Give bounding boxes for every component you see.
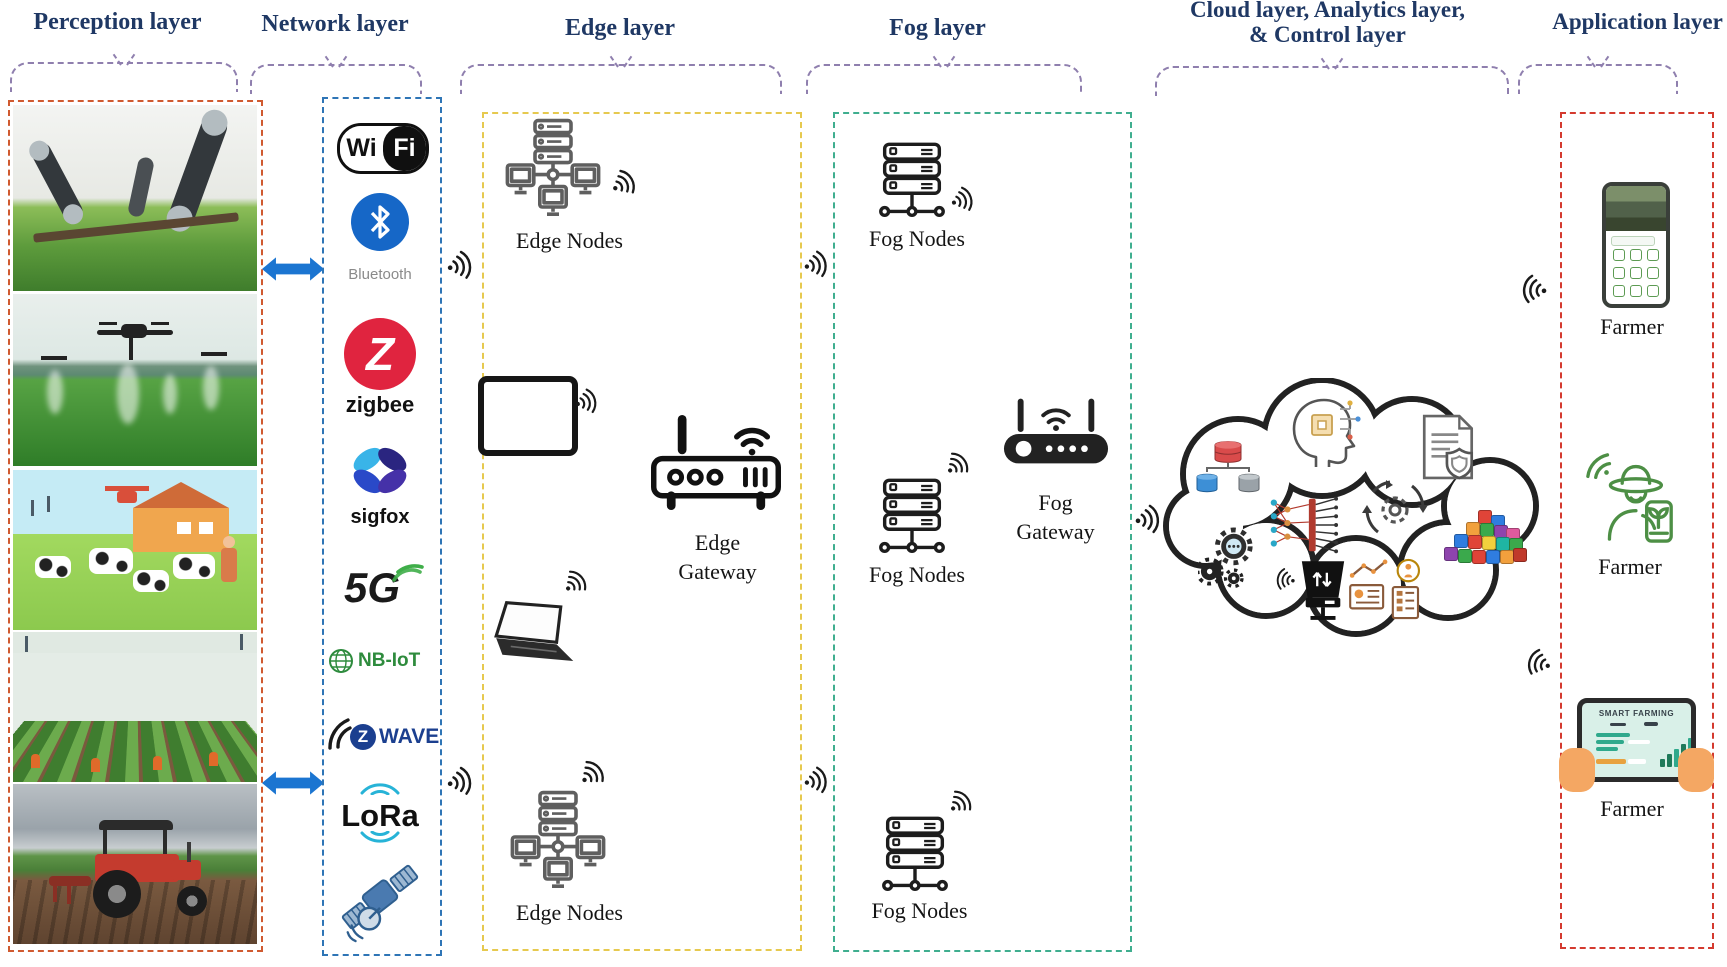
sigfox-icon bbox=[353, 447, 407, 494]
farmer-person-label: Farmer bbox=[1598, 554, 1662, 579]
fog-layer-panel bbox=[833, 112, 1132, 952]
wireless-signal-icon bbox=[1268, 564, 1298, 594]
nbiot-item: NB-IoT bbox=[328, 646, 436, 678]
photo-greenhouse-robotic-arms bbox=[13, 105, 257, 291]
fog-nodes-top-label: Fog Nodes bbox=[869, 226, 965, 251]
sigfox-label: sigfox bbox=[350, 506, 410, 528]
application-layer-panel bbox=[1560, 112, 1714, 949]
edge-nodes-top-label: Edge Nodes bbox=[516, 228, 623, 253]
application-brace bbox=[1518, 55, 1678, 94]
wireless-signal-icon bbox=[443, 761, 483, 801]
fog-gateway-label-line1: Fog bbox=[1038, 490, 1073, 515]
tractor-figure bbox=[49, 820, 211, 930]
5g-label: 5G bbox=[344, 564, 401, 611]
cloud-platform bbox=[1150, 378, 1556, 660]
wifi-logo-wi: Wi bbox=[340, 126, 383, 171]
fog-gateway-label-line2: Gateway bbox=[1016, 519, 1095, 545]
cloud-brace bbox=[1155, 57, 1509, 96]
bluetooth-icon bbox=[351, 193, 409, 251]
lora-label: LoRa bbox=[341, 798, 419, 833]
bidirectional-arrow-top bbox=[262, 257, 324, 281]
cloud-layer-title-line1: Cloud layer, Analytics layer, bbox=[1190, 0, 1465, 22]
photo-tractor-plowing bbox=[13, 784, 257, 944]
neural-network-icon bbox=[1270, 496, 1339, 554]
network-layer-title: Network layer bbox=[261, 11, 409, 37]
fog-layer-title: Fog layer bbox=[889, 15, 986, 41]
zwave-z-icon: Z bbox=[350, 724, 376, 750]
nbiot-globe-icon bbox=[329, 649, 353, 673]
fog-nodes-mid-icon bbox=[875, 478, 949, 560]
bluetooth-label: Bluetooth bbox=[348, 266, 412, 283]
farmer-person-icon bbox=[1586, 453, 1673, 543]
database-cluster-icon bbox=[1196, 441, 1260, 493]
left-hand bbox=[1559, 748, 1595, 792]
perception-layer-panel bbox=[8, 100, 263, 952]
zwave-item: Z WAVE bbox=[324, 712, 440, 758]
edge-nodes-bottom-label: Edge Nodes bbox=[516, 900, 623, 925]
edge-gateway-label-line2: Gateway bbox=[678, 559, 757, 585]
fog-nodes-bottom-icon bbox=[878, 816, 952, 898]
farmer-phone-label: Farmer bbox=[1600, 314, 1664, 339]
satellite-icon bbox=[341, 864, 419, 943]
ai-head-icon bbox=[1292, 398, 1361, 467]
laptop-icon bbox=[494, 601, 574, 662]
photo-sensor-field-rows bbox=[13, 632, 257, 782]
cloud-layer-title-line2: & Control layer bbox=[1249, 21, 1406, 47]
edge-nodes-bottom-icon bbox=[510, 790, 606, 896]
photo-spraying-drones bbox=[13, 294, 257, 466]
fog-brace bbox=[806, 55, 1082, 94]
analytics-collage-icon bbox=[1349, 558, 1421, 620]
fog-gateway-label: Fog Gateway bbox=[998, 488, 1113, 546]
tablet-screen-title: SMART FARMING bbox=[1598, 709, 1675, 718]
perception-layer-title: Perception layer bbox=[33, 9, 202, 35]
edge-layer-title: Edge layer bbox=[565, 15, 675, 41]
zwave-label: WAVE bbox=[379, 725, 440, 748]
zigbee-icon: Z bbox=[344, 318, 416, 390]
edge-layer-panel bbox=[482, 112, 802, 951]
cloud-layer-title: Cloud layer, Analytics layer, & Control … bbox=[1155, 0, 1500, 48]
edge-nodes-top-icon bbox=[505, 118, 601, 224]
right-hand bbox=[1678, 748, 1714, 792]
farmer-figure bbox=[221, 548, 237, 582]
bidirectional-arrow-bottom bbox=[262, 771, 324, 795]
edge-brace bbox=[460, 55, 782, 94]
lora-item: LoRa bbox=[334, 782, 426, 848]
zigbee-label: zigbee bbox=[345, 392, 415, 417]
wireless-signal-icon bbox=[443, 245, 483, 285]
network-brace bbox=[250, 55, 422, 94]
fog-nodes-bottom-label: Fog Nodes bbox=[871, 898, 968, 923]
edge-gateway-label-line1: Edge bbox=[694, 530, 741, 555]
fog-nodes-top-icon bbox=[875, 142, 949, 224]
5g-icon: 5G bbox=[344, 558, 424, 612]
fog-nodes-mid-label: Fog Nodes bbox=[869, 562, 965, 587]
gears-icon bbox=[1198, 527, 1253, 589]
edge-gateway-label: Edge Gateway bbox=[655, 528, 780, 586]
wifi-logo: Wi Fi bbox=[337, 123, 429, 174]
perception-brace bbox=[10, 53, 238, 92]
photo-cartoon-farm bbox=[13, 470, 257, 630]
farmer-tablet-icon: SMART FARMING bbox=[1559, 698, 1714, 792]
plotter-monitor-icon bbox=[1301, 561, 1345, 620]
process-cycle-icon bbox=[1362, 480, 1428, 534]
farm-app-phone-icon bbox=[1602, 182, 1670, 308]
nbiot-label: NB-IoT bbox=[358, 650, 421, 671]
tablet-icon bbox=[478, 376, 578, 456]
data-blocks-icon bbox=[1438, 510, 1532, 572]
farmer-tablet-label: Farmer bbox=[1600, 796, 1664, 821]
wireless-signal-icon bbox=[1512, 270, 1550, 308]
network-layer-panel bbox=[322, 97, 442, 956]
wifi-logo-fi: Fi bbox=[383, 126, 426, 171]
policy-document-icon bbox=[1422, 414, 1474, 480]
fog-gateway-icon bbox=[1003, 398, 1109, 464]
edge-gateway-icon bbox=[651, 414, 781, 510]
application-layer-title: Application layer bbox=[1552, 9, 1723, 34]
